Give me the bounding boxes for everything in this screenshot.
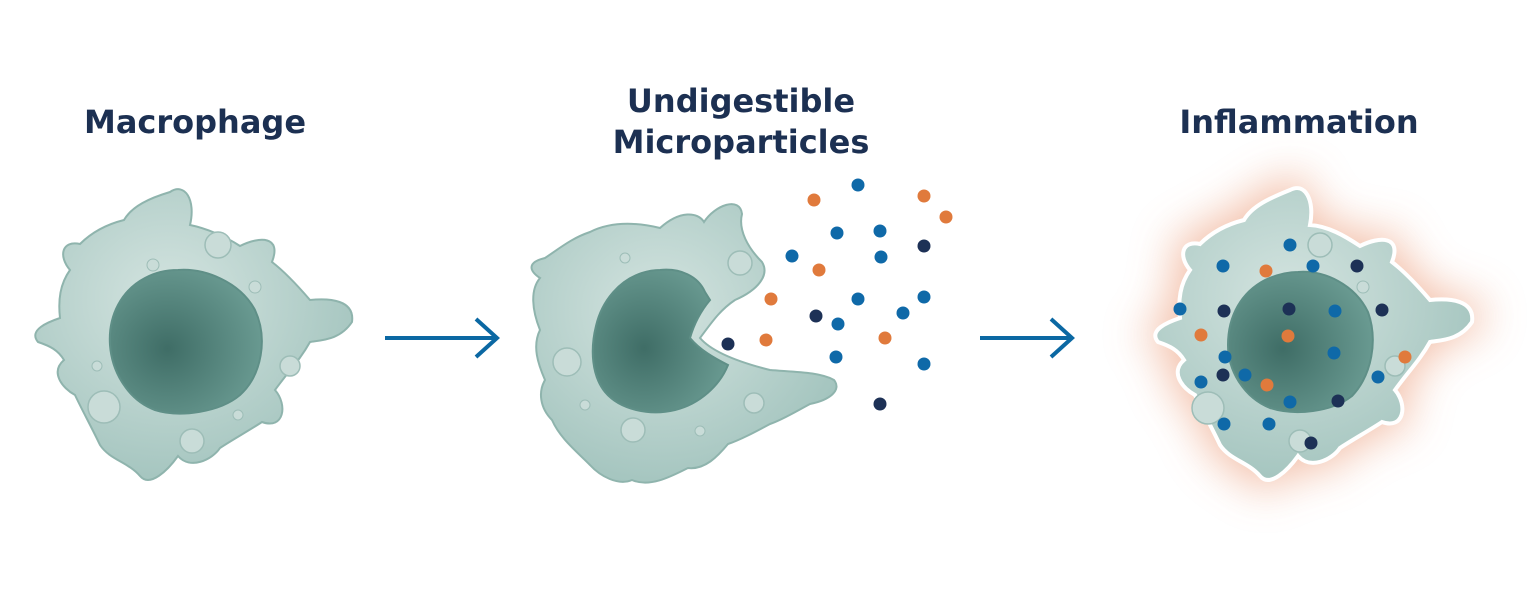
particle-navy bbox=[1375, 303, 1389, 317]
particle-blue bbox=[1306, 259, 1320, 273]
particle-navy bbox=[1216, 368, 1230, 382]
arrow-2 bbox=[980, 317, 1075, 359]
particle-navy bbox=[1217, 304, 1231, 318]
particle-blue bbox=[1218, 350, 1232, 364]
particle-blue bbox=[785, 249, 799, 263]
particle-navy bbox=[1304, 436, 1318, 450]
particle-navy bbox=[809, 309, 823, 323]
particle-blue bbox=[917, 357, 931, 371]
engulfing-cell-nucleus bbox=[591, 268, 730, 414]
inflamed-bubble bbox=[1307, 232, 1333, 258]
particle-blue bbox=[1327, 346, 1341, 360]
engulfing-bubble bbox=[727, 250, 753, 276]
inflamed-cell-nucleus bbox=[1226, 270, 1374, 413]
macrophage-bubble bbox=[248, 280, 262, 294]
particle-blue bbox=[917, 290, 931, 304]
particle-blue bbox=[896, 306, 910, 320]
engulfing-bubble bbox=[620, 417, 646, 443]
macrophage-cell bbox=[34, 188, 354, 481]
particle-blue bbox=[1262, 417, 1276, 431]
macrophage-bubble bbox=[279, 355, 301, 377]
engulfing-bubble bbox=[694, 425, 706, 437]
particle-blue bbox=[1283, 238, 1297, 252]
particle-orange bbox=[807, 193, 821, 207]
particle-orange bbox=[917, 189, 931, 203]
particle-blue bbox=[1216, 259, 1230, 273]
particle-orange bbox=[764, 292, 778, 306]
particle-orange bbox=[1259, 264, 1273, 278]
particle-blue bbox=[1283, 395, 1297, 409]
particle-orange bbox=[1398, 350, 1412, 364]
macrophage-nucleus bbox=[108, 268, 263, 415]
particle-orange bbox=[1281, 329, 1295, 343]
particle-blue bbox=[830, 226, 844, 240]
title-macrophage: Macrophage bbox=[84, 103, 306, 141]
particle-blue bbox=[851, 178, 865, 192]
engulfing-bubble bbox=[743, 392, 765, 414]
particle-blue bbox=[851, 292, 865, 306]
title-inflammation: Inflammation bbox=[1179, 103, 1418, 141]
macrophage-bubble bbox=[146, 258, 160, 272]
macrophage-bubble bbox=[179, 428, 205, 454]
inflamed-cell bbox=[1142, 175, 1486, 491]
engulfing-bubble bbox=[579, 399, 591, 411]
macrophage-bubble bbox=[91, 360, 103, 372]
particle-blue bbox=[1217, 417, 1231, 431]
particle-blue bbox=[873, 224, 887, 238]
particle-navy bbox=[917, 239, 931, 253]
engulfing-cell bbox=[530, 203, 838, 484]
engulfing-bubble bbox=[552, 347, 582, 377]
particle-orange bbox=[878, 331, 892, 345]
particle-navy bbox=[1282, 302, 1296, 316]
particle-blue bbox=[874, 250, 888, 264]
particle-orange bbox=[759, 333, 773, 347]
particle-blue bbox=[829, 350, 843, 364]
particle-navy bbox=[1350, 259, 1364, 273]
particle-blue bbox=[1371, 370, 1385, 384]
macrophage-bubble bbox=[232, 409, 244, 421]
engulfing-bubble bbox=[619, 252, 631, 264]
particle-blue bbox=[1173, 302, 1187, 316]
macrophage-bubble bbox=[204, 231, 232, 259]
microparticles bbox=[721, 178, 953, 411]
particle-orange bbox=[939, 210, 953, 224]
particle-orange bbox=[812, 263, 826, 277]
macrophage-bubble bbox=[87, 390, 121, 424]
title-undigestible: Undigestible bbox=[627, 82, 855, 120]
particle-blue bbox=[1328, 304, 1342, 318]
particle-navy bbox=[873, 397, 887, 411]
particle-orange bbox=[1260, 378, 1274, 392]
particle-blue bbox=[1194, 375, 1208, 389]
arrow-1 bbox=[385, 317, 500, 359]
particle-navy bbox=[1331, 394, 1345, 408]
inflamed-bubble bbox=[1356, 280, 1370, 294]
inflamed-bubble bbox=[1191, 391, 1225, 425]
particle-blue bbox=[831, 317, 845, 331]
particle-blue bbox=[1238, 368, 1252, 382]
title-microparticles: Microparticles bbox=[613, 123, 870, 161]
particle-navy bbox=[721, 337, 735, 351]
particle-orange bbox=[1194, 328, 1208, 342]
